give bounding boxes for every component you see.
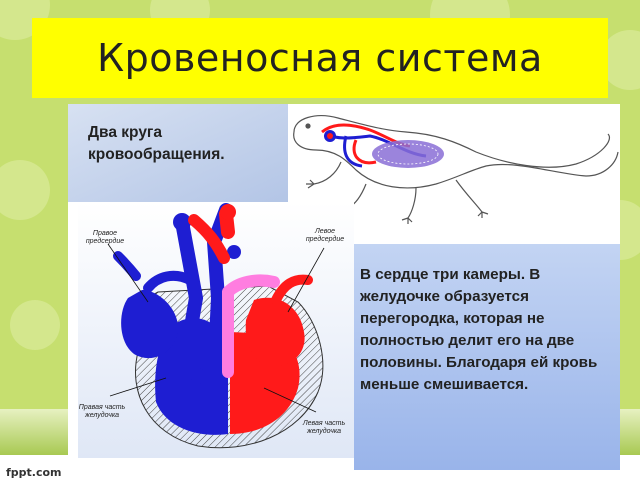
- label-left-ventricle-line-2: желудочка: [306, 428, 342, 435]
- label-right-atrium: Правое предсердие: [82, 230, 128, 246]
- caption: Два круга кровообращения.: [88, 122, 225, 166]
- slide-illustration: Два круга кровообращения.: [68, 104, 620, 470]
- title-box: Кровеносная система: [32, 18, 608, 98]
- slide-title: Кровеносная система: [97, 36, 543, 80]
- label-right-atrium-line-1: Правое: [92, 230, 118, 237]
- label-left-ventricle: Левая часть желудочка: [296, 420, 352, 436]
- label-right-ventricle: Правая часть желудочка: [74, 404, 130, 420]
- label-left-atrium: Левое предсердие: [300, 228, 350, 244]
- caption-panel: Два круга кровообращения.: [68, 104, 288, 202]
- label-right-ventricle-line-1: Правая часть: [78, 404, 126, 411]
- label-right-ventricle-line-2: желудочка: [84, 412, 120, 419]
- footer-brand-text: fppt.com: [6, 466, 62, 479]
- description-panel: В сердце три камеры. В желудочке образуе…: [354, 244, 620, 470]
- footer-brand: fppt.com: [6, 466, 62, 479]
- lizard-circulation-illustration: [293, 115, 619, 224]
- label-right-atrium-line-2: предсердие: [85, 238, 125, 245]
- label-left-atrium-line-2: предсердие: [305, 236, 345, 243]
- label-left-atrium-line-1: Левое: [315, 228, 335, 235]
- heart-diagram: [107, 203, 325, 449]
- caption-line-2: кровообращения.: [88, 146, 225, 163]
- heart-diagram-panel: Правое предсердие Левое предсердие Права…: [78, 202, 354, 458]
- description-text: В сердце три камеры. В желудочке образуе…: [360, 266, 598, 393]
- label-left-ventricle-line-1: Левая часть: [302, 420, 346, 427]
- caption-line-1: Два круга: [88, 124, 163, 141]
